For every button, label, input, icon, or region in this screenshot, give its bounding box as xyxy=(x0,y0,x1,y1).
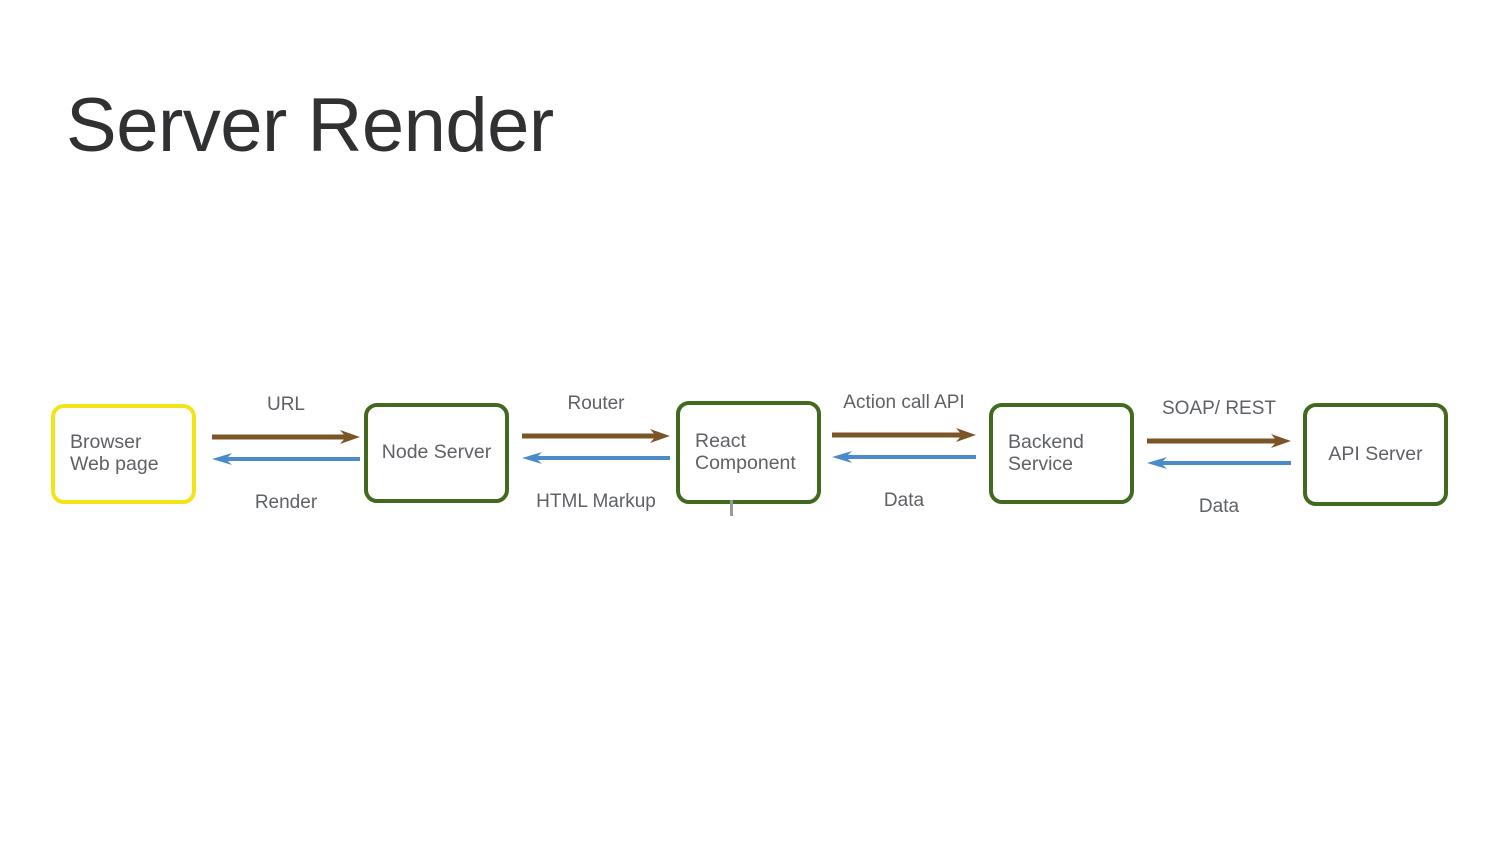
arrow-html-markup-backward xyxy=(522,451,670,465)
connector-node-server-react-backward-label: HTML Markup xyxy=(536,491,656,512)
node-api-server-label: API Server xyxy=(1328,442,1423,465)
node-backend-service[interactable]: Backend Service xyxy=(989,403,1134,504)
stray-tick-mark xyxy=(730,500,733,516)
node-browser-label: Browser Web page xyxy=(70,431,159,475)
node-react-component-label: React Component xyxy=(695,429,796,474)
node-api-server[interactable]: API Server xyxy=(1303,403,1448,506)
connector-backend-api: SOAP/ REST Data xyxy=(1147,398,1291,518)
connector-node-server-react: Router HTML Markup xyxy=(522,393,670,513)
connector-node-server-react-forward-label: Router xyxy=(567,393,625,414)
arrow-data-backward-react xyxy=(832,450,976,464)
node-browser[interactable]: Browser Web page xyxy=(51,404,196,504)
arrow-url-forward xyxy=(212,430,360,444)
connector-react-backend-forward-label: Action call API xyxy=(843,392,965,413)
node-node-server-label: Node Server xyxy=(381,441,492,464)
page-title: Server Render xyxy=(66,83,554,168)
node-react-component[interactable]: React Component xyxy=(676,401,821,504)
connector-react-backend: Action call API Data xyxy=(832,392,976,512)
arrow-render-backward xyxy=(212,452,360,466)
connector-react-backend-backward-label: Data xyxy=(883,490,925,511)
node-backend-service-label: Backend Service xyxy=(1008,430,1084,475)
arrow-soap-rest-forward xyxy=(1147,434,1291,448)
connector-browser-node-server-forward-label: URL xyxy=(266,394,305,415)
node-node-server[interactable]: Node Server xyxy=(364,403,509,503)
arrow-router-forward xyxy=(522,429,670,443)
connector-browser-node-server: URL Render xyxy=(212,394,360,514)
connector-backend-api-forward-label: SOAP/ REST xyxy=(1161,398,1277,419)
arrow-action-call-api-forward xyxy=(832,428,976,442)
connector-browser-node-server-backward-label: Render xyxy=(254,492,318,513)
connector-backend-api-backward-label: Data xyxy=(1198,496,1240,517)
arrow-data-backward-api xyxy=(1147,456,1291,470)
